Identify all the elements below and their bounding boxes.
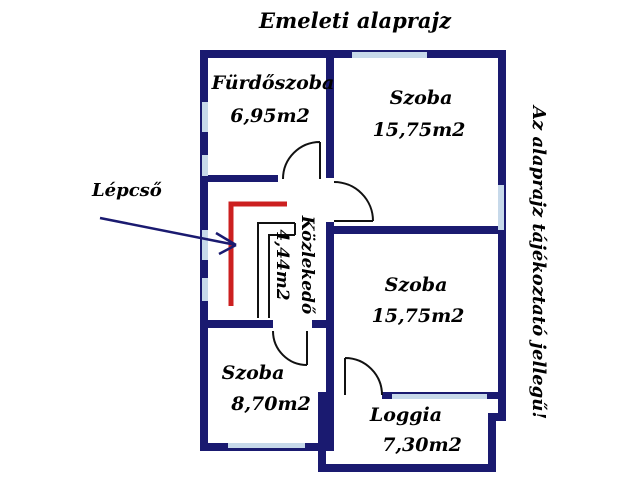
room-name-bathroom: Fürdőszoba bbox=[211, 72, 335, 94]
window-left-4 bbox=[202, 278, 208, 301]
room-area-loggia: 7,30m2 bbox=[382, 434, 462, 456]
wall-loggia-top-cap bbox=[487, 392, 506, 399]
wall-rooms-divider-right bbox=[334, 226, 506, 234]
stairs-walk-line bbox=[228, 201, 287, 306]
window-left-2 bbox=[202, 155, 208, 176]
stairs-arrow-icon bbox=[99, 216, 237, 256]
room-label-corridor: Közlekedő 4,44m2 bbox=[269, 203, 319, 327]
room-area-corridor: 4,44m2 bbox=[272, 229, 292, 301]
room-name-szoba-mid: Szoba bbox=[384, 274, 448, 296]
window-left-3 bbox=[202, 230, 208, 260]
room-name-loggia: Loggia bbox=[369, 404, 443, 426]
stairs-label: Lépcső bbox=[92, 180, 162, 201]
window-top bbox=[352, 52, 427, 58]
window-left-1 bbox=[202, 102, 208, 132]
wall-loggia-bottom bbox=[318, 464, 496, 472]
door-arc-room-top bbox=[333, 181, 374, 222]
wall-corridor-bottom-post bbox=[312, 320, 326, 328]
window-bottom bbox=[228, 443, 305, 448]
room-name-corridor: Közlekedő bbox=[297, 215, 317, 315]
door-arc-bathroom bbox=[282, 141, 321, 180]
side-note: Az alaprajz tájékoztató jellegű! bbox=[528, 106, 549, 420]
wall-loggia-left bbox=[318, 392, 326, 472]
wall-loggia-right bbox=[488, 413, 496, 472]
door-arc-room-bottom bbox=[272, 330, 308, 366]
room-area-bathroom: 6,95m2 bbox=[230, 105, 310, 127]
wall-divider-upper bbox=[326, 50, 334, 178]
loggia-parapet bbox=[392, 392, 487, 399]
room-area-szoba-top: 15,75m2 bbox=[372, 119, 466, 141]
room-name-szoba-small: Szoba bbox=[221, 362, 285, 384]
wall-right-step bbox=[488, 413, 506, 421]
door-arc-loggia bbox=[344, 357, 383, 396]
room-name-szoba-top: Szoba bbox=[389, 87, 453, 109]
wall-bathroom-bottom bbox=[200, 175, 278, 182]
room-area-szoba-mid: 15,75m2 bbox=[371, 305, 465, 327]
wall-loggia-door-post bbox=[382, 392, 392, 399]
room-area-szoba-small: 8,70m2 bbox=[231, 393, 311, 415]
page-title: Emeleti alaprajz bbox=[259, 8, 451, 33]
wall-divider-lower bbox=[326, 222, 334, 451]
wall-outer-right bbox=[498, 50, 506, 421]
stairs-outline bbox=[257, 222, 296, 318]
wall-corridor-bottom bbox=[200, 320, 273, 328]
window-right bbox=[498, 185, 504, 230]
